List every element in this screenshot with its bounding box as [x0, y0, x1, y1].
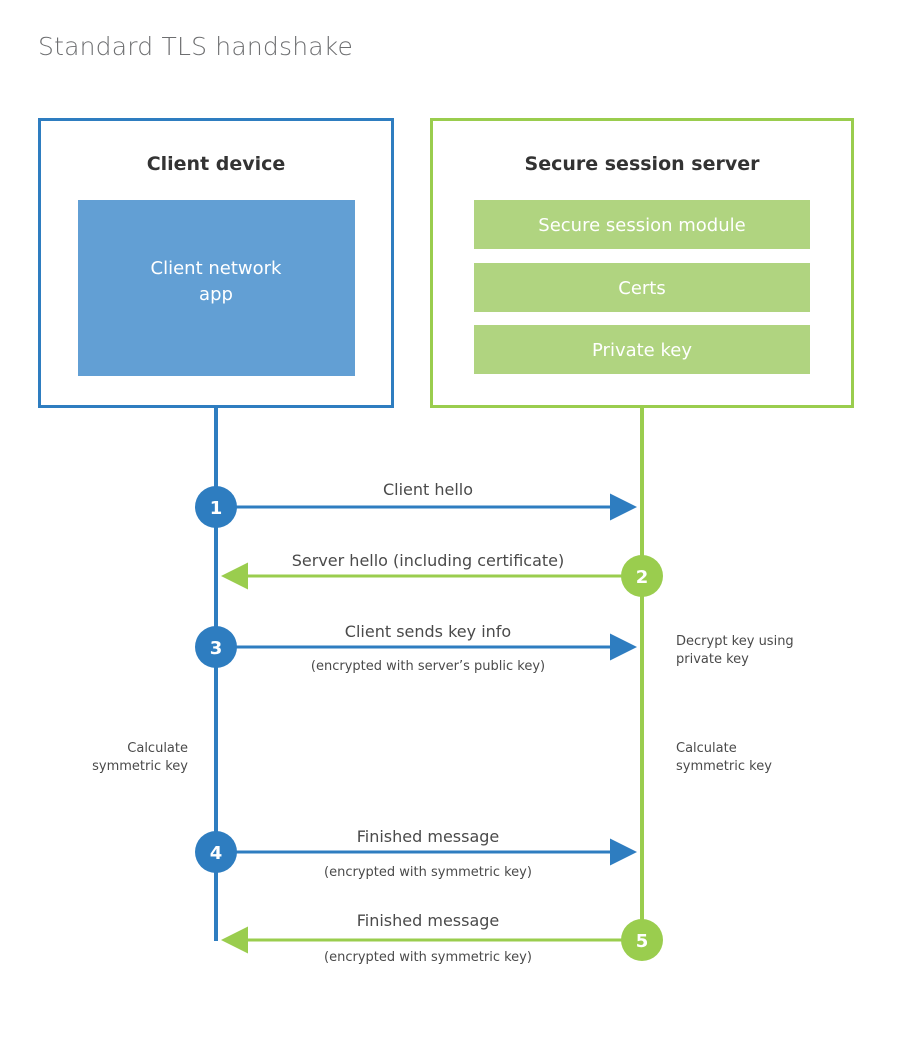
client-calculate-symmetric-key-note: Calculate symmetric key — [92, 741, 188, 774]
step-5-sublabel: (encrypted with symmetric key) — [324, 950, 532, 965]
step-1-number: 1 — [210, 498, 223, 519]
client-device-panel: Client device Client network app — [38, 118, 394, 408]
client-calc-note-line2: symmetric key — [92, 759, 188, 774]
server-module-label-private-key: Private key — [592, 340, 692, 361]
server-module-label-certs: Certs — [618, 278, 665, 299]
client-network-app-label-line1: Client network — [151, 258, 283, 279]
client-network-app-label-line2: app — [199, 284, 233, 305]
server-decrypt-note-line1: Decrypt key using — [676, 634, 794, 649]
secure-session-server-title: Secure session server — [525, 153, 761, 175]
server-calc-note-line1: Calculate — [676, 741, 737, 756]
page-title: Standard TLS handshake — [38, 32, 353, 61]
step-4-sublabel: (encrypted with symmetric key) — [324, 865, 532, 880]
server-decrypt-note-line2: private key — [676, 652, 749, 667]
step-5-marker — [621, 919, 663, 961]
client-calc-note-line1: Calculate — [127, 741, 188, 756]
step-4-group: Finished message (encrypted with symmetr… — [195, 827, 637, 880]
step-2-marker — [621, 555, 663, 597]
step-2-number: 2 — [636, 567, 649, 588]
server-calculate-symmetric-key-note: Calculate symmetric key — [676, 741, 772, 774]
server-module-label-secure-session-module: Secure session module — [538, 215, 745, 236]
server-decrypt-note: Decrypt key using private key — [676, 634, 794, 667]
server-module-box-secure-session-module — [474, 200, 810, 249]
step-3-marker — [195, 626, 237, 668]
step-4-marker — [195, 831, 237, 873]
server-module-box-certs — [474, 263, 810, 312]
step-4-number: 4 — [210, 843, 223, 864]
step-3-number: 3 — [210, 638, 223, 659]
client-network-app-box — [78, 200, 355, 376]
step-3-group: Client sends key info (encrypted with se… — [195, 622, 637, 674]
server-calc-note-line2: symmetric key — [676, 759, 772, 774]
step-1-group: Client hello 1 — [195, 480, 637, 528]
step-3-label: Client sends key info — [345, 622, 511, 641]
step-2-group: Server hello (including certificate) 2 — [221, 551, 663, 597]
step-2-label: Server hello (including certificate) — [292, 551, 564, 570]
step-1-marker — [195, 486, 237, 528]
secure-session-server-panel: Secure session server Secure session mod… — [430, 118, 854, 408]
step-4-label: Finished message — [357, 827, 500, 846]
step-5-group: Finished message (encrypted with symmetr… — [221, 911, 663, 965]
step-5-label: Finished message — [357, 911, 500, 930]
step-3-sublabel: (encrypted with server’s public key) — [311, 659, 545, 674]
server-module-box-private-key — [474, 325, 810, 374]
step-5-number: 5 — [636, 931, 649, 952]
client-device-title: Client device — [147, 153, 286, 175]
step-1-label: Client hello — [383, 480, 473, 499]
